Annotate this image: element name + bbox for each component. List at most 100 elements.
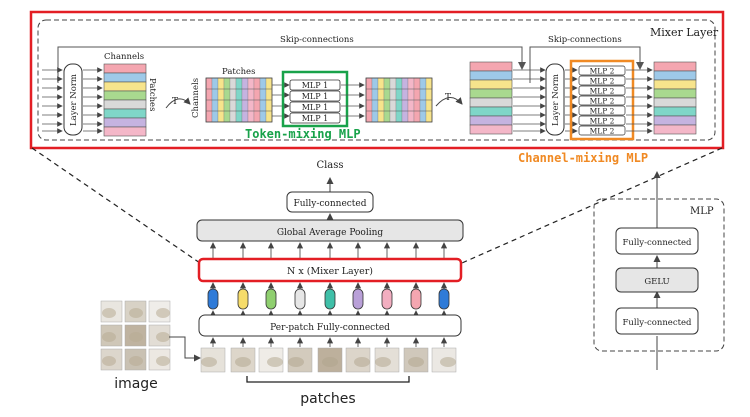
embedding-table-1 xyxy=(103,63,147,137)
table-row-stripe xyxy=(469,106,513,117)
layernorm2-in-arrows xyxy=(513,67,546,134)
patch-thumbnail-shade xyxy=(267,357,283,367)
patch-input-arrows xyxy=(209,337,448,347)
image-tile-shade xyxy=(156,332,170,342)
skip-connection-2: Skip-connections xyxy=(529,35,644,83)
per-patch-fully-connected xyxy=(198,314,462,337)
patch-thumbnail-shade xyxy=(375,357,391,367)
image-tile-shade xyxy=(102,356,116,366)
transposed-table xyxy=(205,77,273,123)
table-row-stripe xyxy=(653,115,697,126)
table-row-stripe xyxy=(469,79,513,90)
skip-label-1: Skip-connections xyxy=(280,35,354,45)
mlp2-box-label: MLP 2 xyxy=(590,106,615,115)
channels-label-1: Channels xyxy=(104,52,144,62)
mlp-dashed-frame xyxy=(593,198,725,352)
zoom-line-left xyxy=(31,147,201,264)
image-tile-shade xyxy=(129,332,143,342)
patch-thumbnail-shade xyxy=(440,357,456,367)
token-capsule xyxy=(381,288,393,310)
patch-thumbnail-shade xyxy=(322,357,338,367)
output-table xyxy=(653,61,697,135)
patch-thumbnail-shade xyxy=(354,357,370,367)
mixer-dashed-frame xyxy=(37,19,716,141)
token-mixing-highlight xyxy=(281,70,349,128)
input-arrows xyxy=(42,67,63,134)
mlp1-out-arrows xyxy=(341,82,365,119)
table-row-stripe xyxy=(653,97,697,108)
mixer-layer-title: Mixer Layer xyxy=(650,26,719,39)
patches-bracket xyxy=(246,376,410,383)
patch-thumbnail-shade xyxy=(235,357,251,367)
transpose-arrow-1 xyxy=(165,97,191,109)
mlp-gelu xyxy=(615,267,699,293)
mlp2-box xyxy=(578,125,626,136)
layernorm-out-arrows xyxy=(83,67,103,134)
channel-mixing-label: Channel-mixing MLP xyxy=(518,151,648,165)
table-row-stripe xyxy=(103,72,147,83)
table-row-stripe xyxy=(469,70,513,81)
table-row-stripe xyxy=(469,124,513,135)
mlp1-box-label: MLP 1 xyxy=(302,103,329,112)
table-row-stripe xyxy=(103,99,147,110)
mlp1-box xyxy=(289,101,341,113)
token-capsule xyxy=(237,288,249,310)
table-row-stripe xyxy=(469,61,513,72)
mlp2-box xyxy=(578,85,626,96)
patches-label-2: Patches xyxy=(222,67,255,77)
image-label: image xyxy=(114,376,158,392)
fully-connected-head-label: Fully-connected xyxy=(293,199,366,209)
mlp2-box xyxy=(578,115,626,126)
mlp1-box-label: MLP 1 xyxy=(302,114,329,123)
table-row-stripe xyxy=(653,88,697,99)
per-patch-arrows xyxy=(209,310,448,317)
patch-thumbnails xyxy=(200,347,457,373)
image-tile-shade xyxy=(129,308,143,318)
transpose-label-1: T xyxy=(172,97,178,107)
token-capsule xyxy=(207,288,219,310)
channel-mixing-highlight xyxy=(569,59,635,141)
global-average-pooling-label: Global Average Pooling xyxy=(277,228,384,238)
token-output-arrows xyxy=(209,282,448,289)
token-capsule xyxy=(265,288,277,310)
image-tile-shade xyxy=(129,356,143,366)
image-to-patches-arrow xyxy=(169,336,201,362)
mlp2-box-label: MLP 2 xyxy=(590,76,615,85)
mlp1-box xyxy=(289,112,341,124)
table-border xyxy=(365,77,433,123)
mixer-layer-panel: Mixer Layer Skip-connections Skip-connec… xyxy=(29,10,725,150)
table-row-stripe xyxy=(653,79,697,90)
table-row-stripe xyxy=(469,88,513,99)
mlp-gelu-label: GELU xyxy=(644,277,669,287)
mlp-fc-bottom xyxy=(615,307,699,335)
gap-input-arrows xyxy=(209,242,448,259)
table-row-stripe xyxy=(103,81,147,92)
mlp1-in-arrows xyxy=(272,82,290,119)
token-capsule xyxy=(294,288,306,310)
mlp1-box-label: MLP 1 xyxy=(302,92,329,101)
class-label: Class xyxy=(316,160,343,171)
table-border xyxy=(205,77,273,123)
skip-label-2: Skip-connections xyxy=(548,35,622,45)
table-row-stripe xyxy=(469,97,513,108)
table-row-stripe xyxy=(653,124,697,135)
layer-norm-1 xyxy=(63,63,83,136)
mlp1-box-label: MLP 1 xyxy=(302,81,329,90)
mlp1-stack: MLP 1 MLP 1 MLP 1 MLP 1 xyxy=(289,79,341,124)
mixer-outer-highlight xyxy=(29,10,725,150)
patch-thumbnail-shade xyxy=(408,357,424,367)
patches-caption: patches xyxy=(300,391,355,407)
fully-connected-head xyxy=(286,191,374,213)
mlp-fc-top xyxy=(615,227,699,255)
input-image-grid xyxy=(100,300,171,371)
mlp-fc-bottom-label: Fully-connected xyxy=(623,318,693,328)
layer-norm-2-label: Layer Norm xyxy=(551,74,561,126)
image-tile-shade xyxy=(102,308,116,318)
mlp2-box-label: MLP 2 xyxy=(590,96,615,105)
mlp-title: MLP xyxy=(690,206,714,217)
table-row-stripe xyxy=(103,126,147,137)
mlp2-out-arrows xyxy=(626,67,653,134)
skip-connection-1: Skip-connections xyxy=(57,35,526,83)
patch-thumbnail-shade xyxy=(201,357,217,367)
